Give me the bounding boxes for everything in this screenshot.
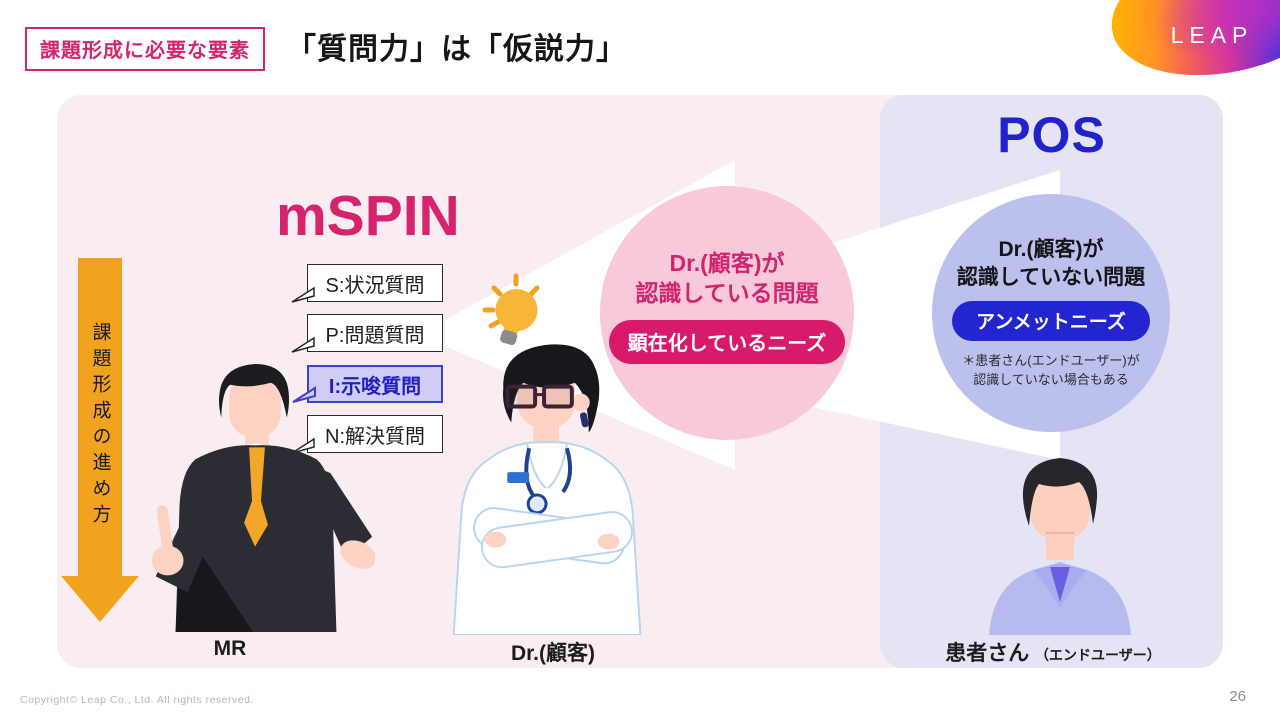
- explicit-needs-badge: 顕在化しているニーズ: [608, 320, 846, 365]
- page-number: 26: [1229, 688, 1246, 705]
- bubble-tail-icon: [292, 386, 316, 403]
- actor-label-patient-suffix: （エンドユーザー）: [1035, 647, 1161, 663]
- actor-label-doctor: Dr.(顧客): [511, 642, 595, 665]
- bubble-situation-question: S:状況質問: [291, 264, 443, 303]
- actor-label-mr: MR: [213, 637, 247, 660]
- header-tag: 課題形成に必要な要素: [25, 27, 265, 71]
- unknown-problem-text: Dr.(顧客)が 認識していない問題: [956, 238, 1146, 289]
- mr-illustration: [151, 363, 375, 633]
- known-problem-text: Dr.(顧客)が 認識している問題: [635, 249, 819, 306]
- bubble-problem-question: P:問題質問: [291, 314, 443, 353]
- leap-logo-text: LEAP: [1170, 22, 1254, 48]
- patient-illustration: [989, 458, 1131, 635]
- process-arrow-label: 課題形成の進め方: [89, 322, 111, 530]
- bubble-tail-icon: [291, 286, 315, 303]
- actor-label-patient: 患者さん （エンドユーザー）: [945, 642, 1161, 665]
- bubble-needpayoff-question: N:解決質問: [291, 415, 443, 454]
- lightbulb-icon: [482, 273, 540, 345]
- pos-title: POS: [997, 107, 1106, 163]
- doctor-illustration: [452, 344, 642, 635]
- page-title: 「質問力」は「仮説力」: [286, 33, 627, 66]
- bubble-tail-icon: [291, 336, 315, 353]
- known-problem-circle: Dr.(顧客)が 認識している問題 顕在化しているニーズ: [600, 186, 854, 440]
- bubble-implication-question: I:示唆質問: [292, 365, 443, 403]
- process-arrow: [78, 258, 122, 578]
- pos-note: ＊患者さん(エンドユーザー)が 認識していない場合もある: [962, 352, 1140, 387]
- bubble-tail-icon: [291, 437, 315, 454]
- copyright-text: Copyright© Leap Co., Ltd. All rights res…: [20, 694, 254, 706]
- unknown-problem-circle: Dr.(顧客)が 認識していない問題 アンメットニーズ ＊患者さん(エンドユーザ…: [932, 194, 1170, 432]
- mspin-title: mSPIN: [276, 184, 460, 248]
- unmet-needs-badge: アンメットニーズ: [952, 300, 1150, 341]
